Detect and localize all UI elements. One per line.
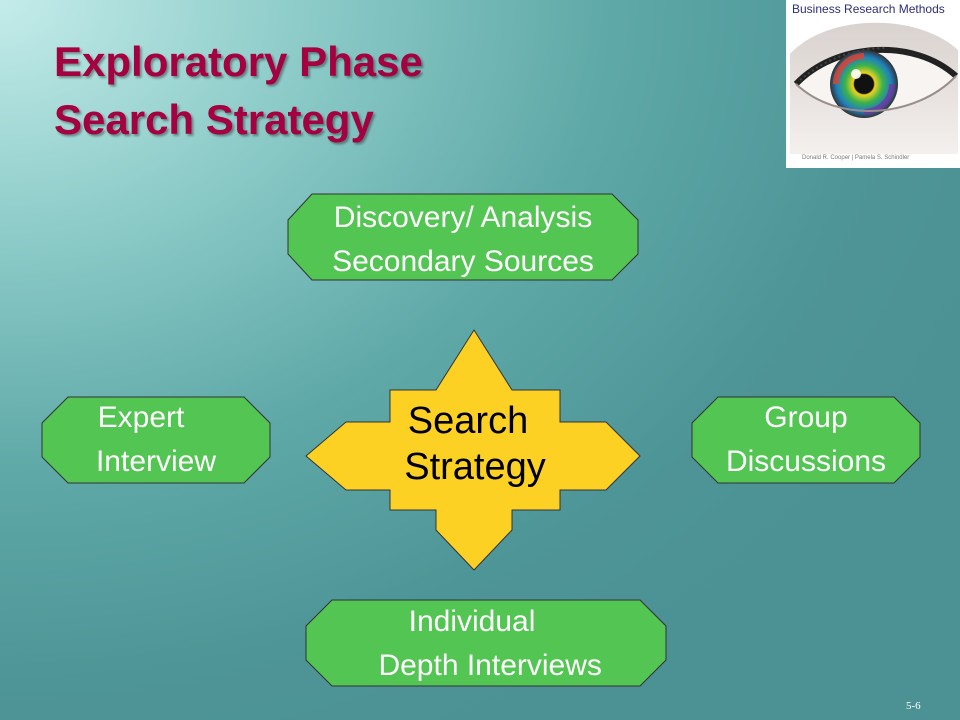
eye-icon <box>790 22 959 154</box>
slide-title-line-2: Search Strategy <box>54 96 374 143</box>
node-left-line-1: Expert <box>97 401 185 434</box>
center-line-1: Search <box>407 400 529 442</box>
node-bottom-line-1: Individual <box>408 605 536 638</box>
book-cover-image: Business Research Methods <box>786 0 960 168</box>
node-expert-interview-label: Expert Interview <box>42 396 270 484</box>
book-title: Business Research Methods <box>792 2 945 16</box>
node-individual-depth-interviews <box>305 599 667 687</box>
book-authors: Donald R. Cooper | Pamela S. Schindler <box>802 155 910 161</box>
center-line-2: Strategy <box>404 446 546 488</box>
node-group-discussions-label: Group Discussions <box>692 396 920 484</box>
four-way-arrow <box>305 329 641 571</box>
node-bottom-line-2: Depth Interviews <box>370 649 602 682</box>
node-left-line-2: Interview <box>95 445 217 478</box>
node-expert-interview <box>41 396 271 484</box>
node-discovery-analysis-label: Discovery/ Analysis Secondary Sources <box>288 196 638 284</box>
slide-title-line-1: Exploratory Phase <box>54 38 423 85</box>
node-individual-depth-interviews-label: Individual Depth Interviews <box>306 600 666 688</box>
node-group-discussions <box>691 396 921 484</box>
node-top-line-1: Discovery/ Analysis <box>333 201 593 234</box>
node-right-line-2: Discussions <box>725 445 887 478</box>
node-top-line-2: Secondary Sources <box>332 245 594 278</box>
page-number: 5-6 <box>906 700 921 712</box>
search-strategy-center-label: Search Strategy <box>390 398 560 490</box>
node-right-line-1: Group <box>764 401 848 434</box>
node-discovery-analysis <box>287 193 639 281</box>
